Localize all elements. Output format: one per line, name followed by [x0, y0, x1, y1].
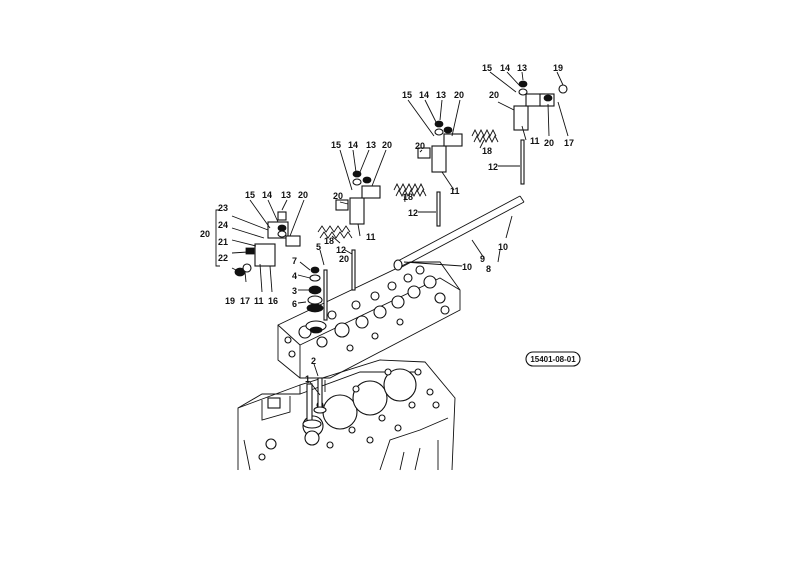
callout-11-a: 11 [254, 296, 264, 306]
callout-12-a: 12 [336, 245, 346, 255]
callout-20-h: 20 [544, 138, 554, 148]
callout-15-d: 15 [482, 63, 492, 73]
cylinder-head [277, 261, 461, 392]
valve-spring-stack [305, 266, 327, 334]
callout-11-c: 11 [450, 186, 460, 196]
callout-15-b: 15 [331, 140, 341, 150]
callout-6: 6 [292, 299, 297, 309]
callout-16: 16 [268, 296, 278, 306]
callout-20-b: 20 [298, 190, 308, 200]
callout-13-b: 13 [366, 140, 376, 150]
callout-4: 4 [292, 271, 297, 281]
callout-1: 1 [305, 374, 310, 384]
callout-14-d: 14 [500, 63, 510, 73]
callout-12-c: 12 [488, 162, 498, 172]
valve [302, 377, 327, 429]
callout-15-a: 15 [245, 190, 255, 200]
rocker-spring-3 [471, 128, 499, 144]
callout-10-upper: 10 [498, 242, 508, 252]
callout-3: 3 [292, 286, 297, 296]
callout-20-g: 20 [489, 90, 499, 100]
cylinder-block [237, 359, 456, 471]
callout-14-b: 14 [348, 140, 358, 150]
leader-lines [215, 71, 569, 396]
pushrods [436, 139, 525, 227]
callout-8: 8 [486, 264, 491, 274]
callout-12-b: 12 [408, 208, 418, 218]
callout-20-c: 20 [333, 191, 343, 201]
callout-7: 7 [292, 256, 297, 266]
callout-14-c: 14 [419, 90, 429, 100]
figure-code-badge: 15401-08-01 [525, 351, 581, 367]
pushrod-left [323, 249, 356, 321]
callout-13-c: 13 [436, 90, 446, 100]
rocker-spring-2 [393, 182, 427, 198]
rocker-shaft [393, 195, 525, 271]
rocker-assembly-4 [513, 80, 568, 131]
callout-17-b: 17 [564, 138, 574, 148]
rocker-assembly-2 [335, 170, 381, 225]
rocker-spring-1 [317, 225, 353, 239]
callout-17-a: 17 [240, 296, 250, 306]
callout-9: 9 [480, 254, 485, 264]
callout-5: 5 [316, 242, 321, 252]
callout-14-a: 14 [262, 190, 272, 200]
callout-24: 24 [218, 220, 228, 230]
callout-13-a: 13 [281, 190, 291, 200]
rocker-assembly-3 [417, 120, 463, 173]
callout-13-d: 13 [517, 63, 527, 73]
callout-19-b: 19 [553, 63, 563, 73]
callout-20-d: 20 [382, 140, 392, 150]
callout-19-a: 19 [225, 296, 235, 306]
callout-21: 21 [218, 237, 228, 247]
callout-labels: 1 2 3 4 5 6 7 8 9 10 10 11 11 11 11 12 1… [200, 63, 574, 384]
callout-18-c: 18 [482, 146, 492, 156]
callout-18-b: 18 [403, 192, 413, 202]
callout-20-bracket: 20 [200, 229, 210, 239]
callout-11-b: 11 [366, 232, 376, 242]
callout-18-a: 18 [324, 236, 334, 246]
figure-code: 15401-08-01 [530, 355, 576, 364]
callout-2: 2 [311, 356, 316, 366]
rocker-assembly-1 [234, 211, 301, 277]
callout-20-e: 20 [415, 141, 425, 151]
callout-23: 23 [218, 203, 228, 213]
callout-10-lower: 10 [462, 262, 472, 272]
callout-11-d: 11 [530, 136, 540, 146]
callout-20-i: 20 [339, 254, 349, 264]
callout-15-c: 15 [402, 90, 412, 100]
callout-22: 22 [218, 253, 228, 263]
callout-20-f: 20 [454, 90, 464, 100]
